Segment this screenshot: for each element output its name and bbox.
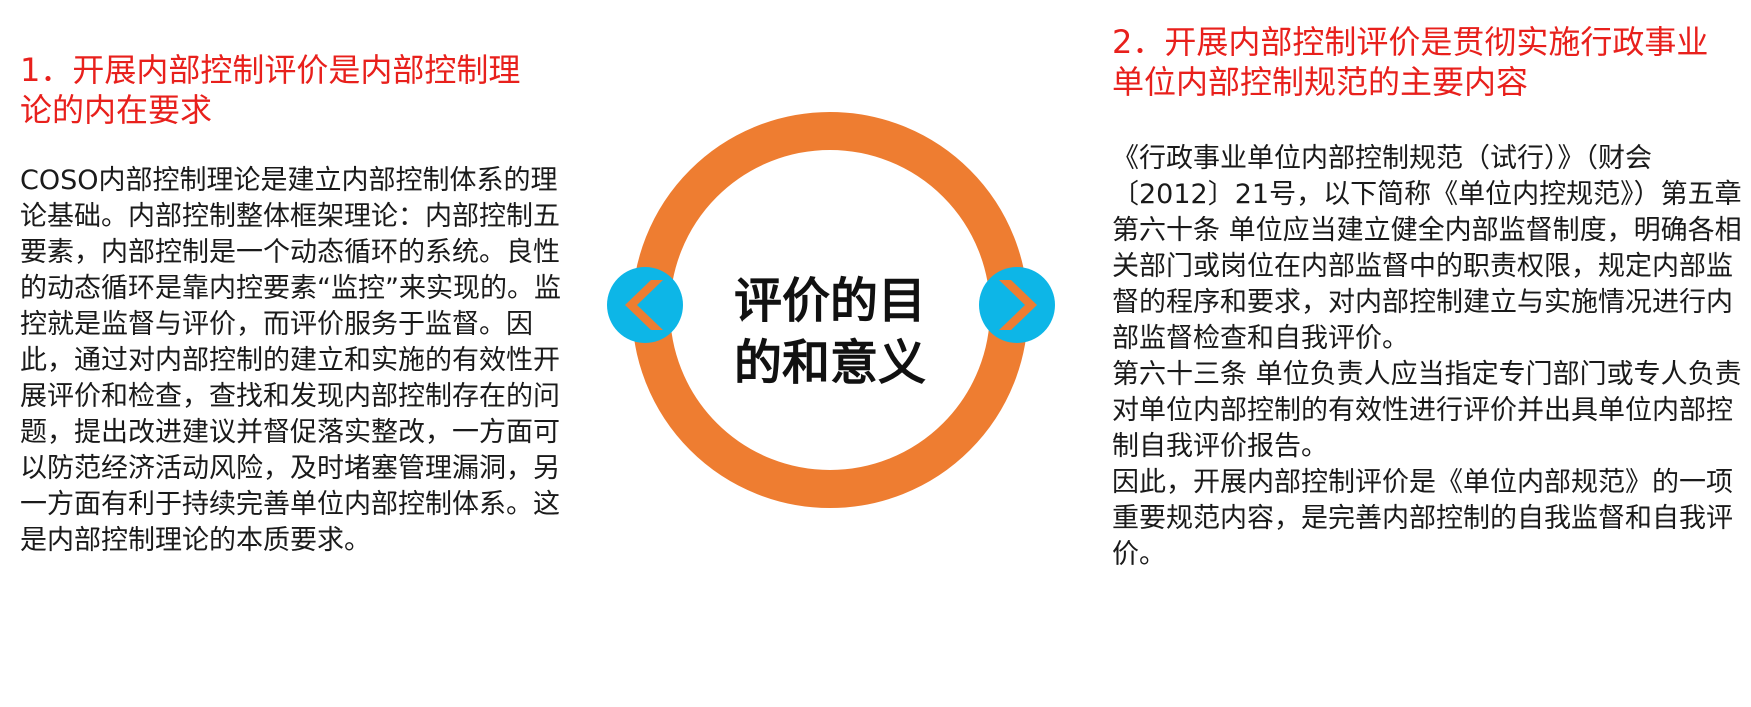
right-section: 2．开展内部控制评价是贯彻实施行政事业单位内部控制规范的主要内容 《行政事业单位… bbox=[1112, 22, 1742, 573]
center-title: 评价的目 的和意义 bbox=[733, 273, 926, 391]
left-arrow-circle bbox=[607, 267, 683, 343]
right-body-text: 《行政事业单位内部控制规范（试行）》（财会〔2012〕21号，以下简称《单位内控… bbox=[1112, 143, 1742, 570]
left-section: 1．开展内部控制评价是内部控制理论的内在要求 COSO内部控制理论是建立内部控制… bbox=[20, 50, 580, 559]
chevron-left-icon bbox=[625, 280, 663, 330]
center-graphic: 评价的目 的和意义 bbox=[585, 110, 1075, 570]
left-arrow-button[interactable] bbox=[607, 267, 683, 343]
left-body-text: COSO内部控制理论是建立内部控制体系的理论基础。内部控制整体框架理论：内部控制… bbox=[20, 165, 561, 556]
ring-graphic bbox=[607, 112, 1055, 508]
right-arrow-circle bbox=[979, 267, 1055, 343]
right-heading: 2．开展内部控制评价是贯彻实施行政事业单位内部控制规范的主要内容 bbox=[1112, 23, 1709, 101]
right-arrow-button[interactable] bbox=[979, 267, 1055, 343]
left-heading: 1．开展内部控制评价是内部控制理论的内在要求 bbox=[20, 51, 521, 129]
chevron-right-icon bbox=[999, 280, 1037, 330]
